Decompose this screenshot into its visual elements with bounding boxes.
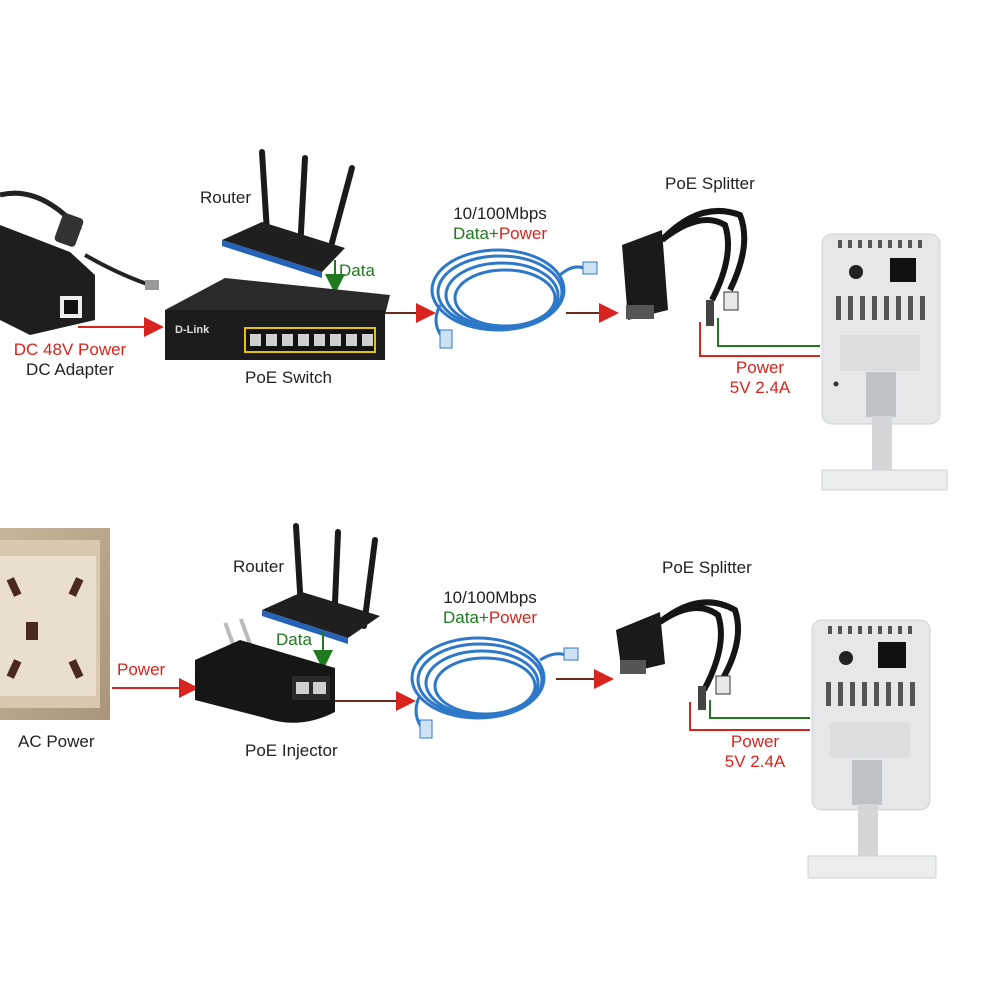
output-label-bottom: Power 5V 2.4A xyxy=(710,732,800,772)
data-label-bottom: Data xyxy=(276,630,312,649)
data-line-splitter-to-camera xyxy=(717,318,820,347)
cable-label-bottom: 10/100Mbps Data+Power xyxy=(420,588,560,628)
router-label-top: Router xyxy=(200,188,252,207)
output-label-bottom-line1: Power xyxy=(730,732,780,751)
cable-label-top: 10/100Mbps Data+Power xyxy=(430,204,570,244)
output-label-top-line2: 5V 2.4A xyxy=(729,378,791,397)
power-line-splitter-to-camera-bottom xyxy=(689,702,810,731)
cable-label-top-data: Data+ xyxy=(452,224,499,243)
ethernet-cable-icon-bottom xyxy=(410,636,569,733)
ethernet-cable-icon xyxy=(430,248,589,342)
poe-splitter-icon-bottom xyxy=(616,599,741,710)
poe-splitter-icon xyxy=(622,207,748,326)
adapter-label: DC 48V Power DC Adapter xyxy=(0,340,140,380)
router-icon xyxy=(222,149,355,278)
output-label-bottom-line2: 5V 2.4A xyxy=(724,752,786,771)
cable-label-top-line1: 10/100Mbps xyxy=(453,204,547,223)
adapter-label-line2: DC Adapter xyxy=(26,360,114,379)
poe-switch-icon: D-Link xyxy=(165,278,390,360)
data-label-top: Data xyxy=(339,261,375,280)
output-label-top: Power 5V 2.4A xyxy=(715,358,805,398)
power-label-bottom: Power xyxy=(117,660,166,679)
socket-label: AC Power xyxy=(18,732,95,751)
switch-label: PoE Switch xyxy=(245,368,332,387)
poe-injector-icon xyxy=(195,618,335,723)
router-label-bottom: Router xyxy=(233,557,285,576)
cable-label-bottom-data: Data+ xyxy=(442,608,489,627)
data-line-splitter-to-camera-bottom xyxy=(709,700,810,719)
power-line-splitter-to-camera xyxy=(699,322,820,357)
switch-brand: D-Link xyxy=(175,324,210,336)
cable-label-bottom-line1: 10/100Mbps xyxy=(443,588,537,607)
injector-label: PoE Injector xyxy=(245,741,338,760)
output-label-top-line1: Power xyxy=(735,358,785,377)
dc-adapter-icon xyxy=(0,190,159,335)
splitter-label-top: PoE Splitter xyxy=(665,174,755,193)
wall-socket-icon xyxy=(0,528,110,720)
cable-label-bottom-power: Power xyxy=(488,608,538,627)
splitter-label-bottom: PoE Splitter xyxy=(662,558,752,577)
router-icon-bottom xyxy=(262,523,380,644)
ip-camera-icon-bottom xyxy=(807,619,937,879)
adapter-label-line1: DC 48V Power xyxy=(13,340,127,359)
cable-label-top-power: Power xyxy=(498,224,548,243)
ip-camera-icon xyxy=(821,233,948,491)
